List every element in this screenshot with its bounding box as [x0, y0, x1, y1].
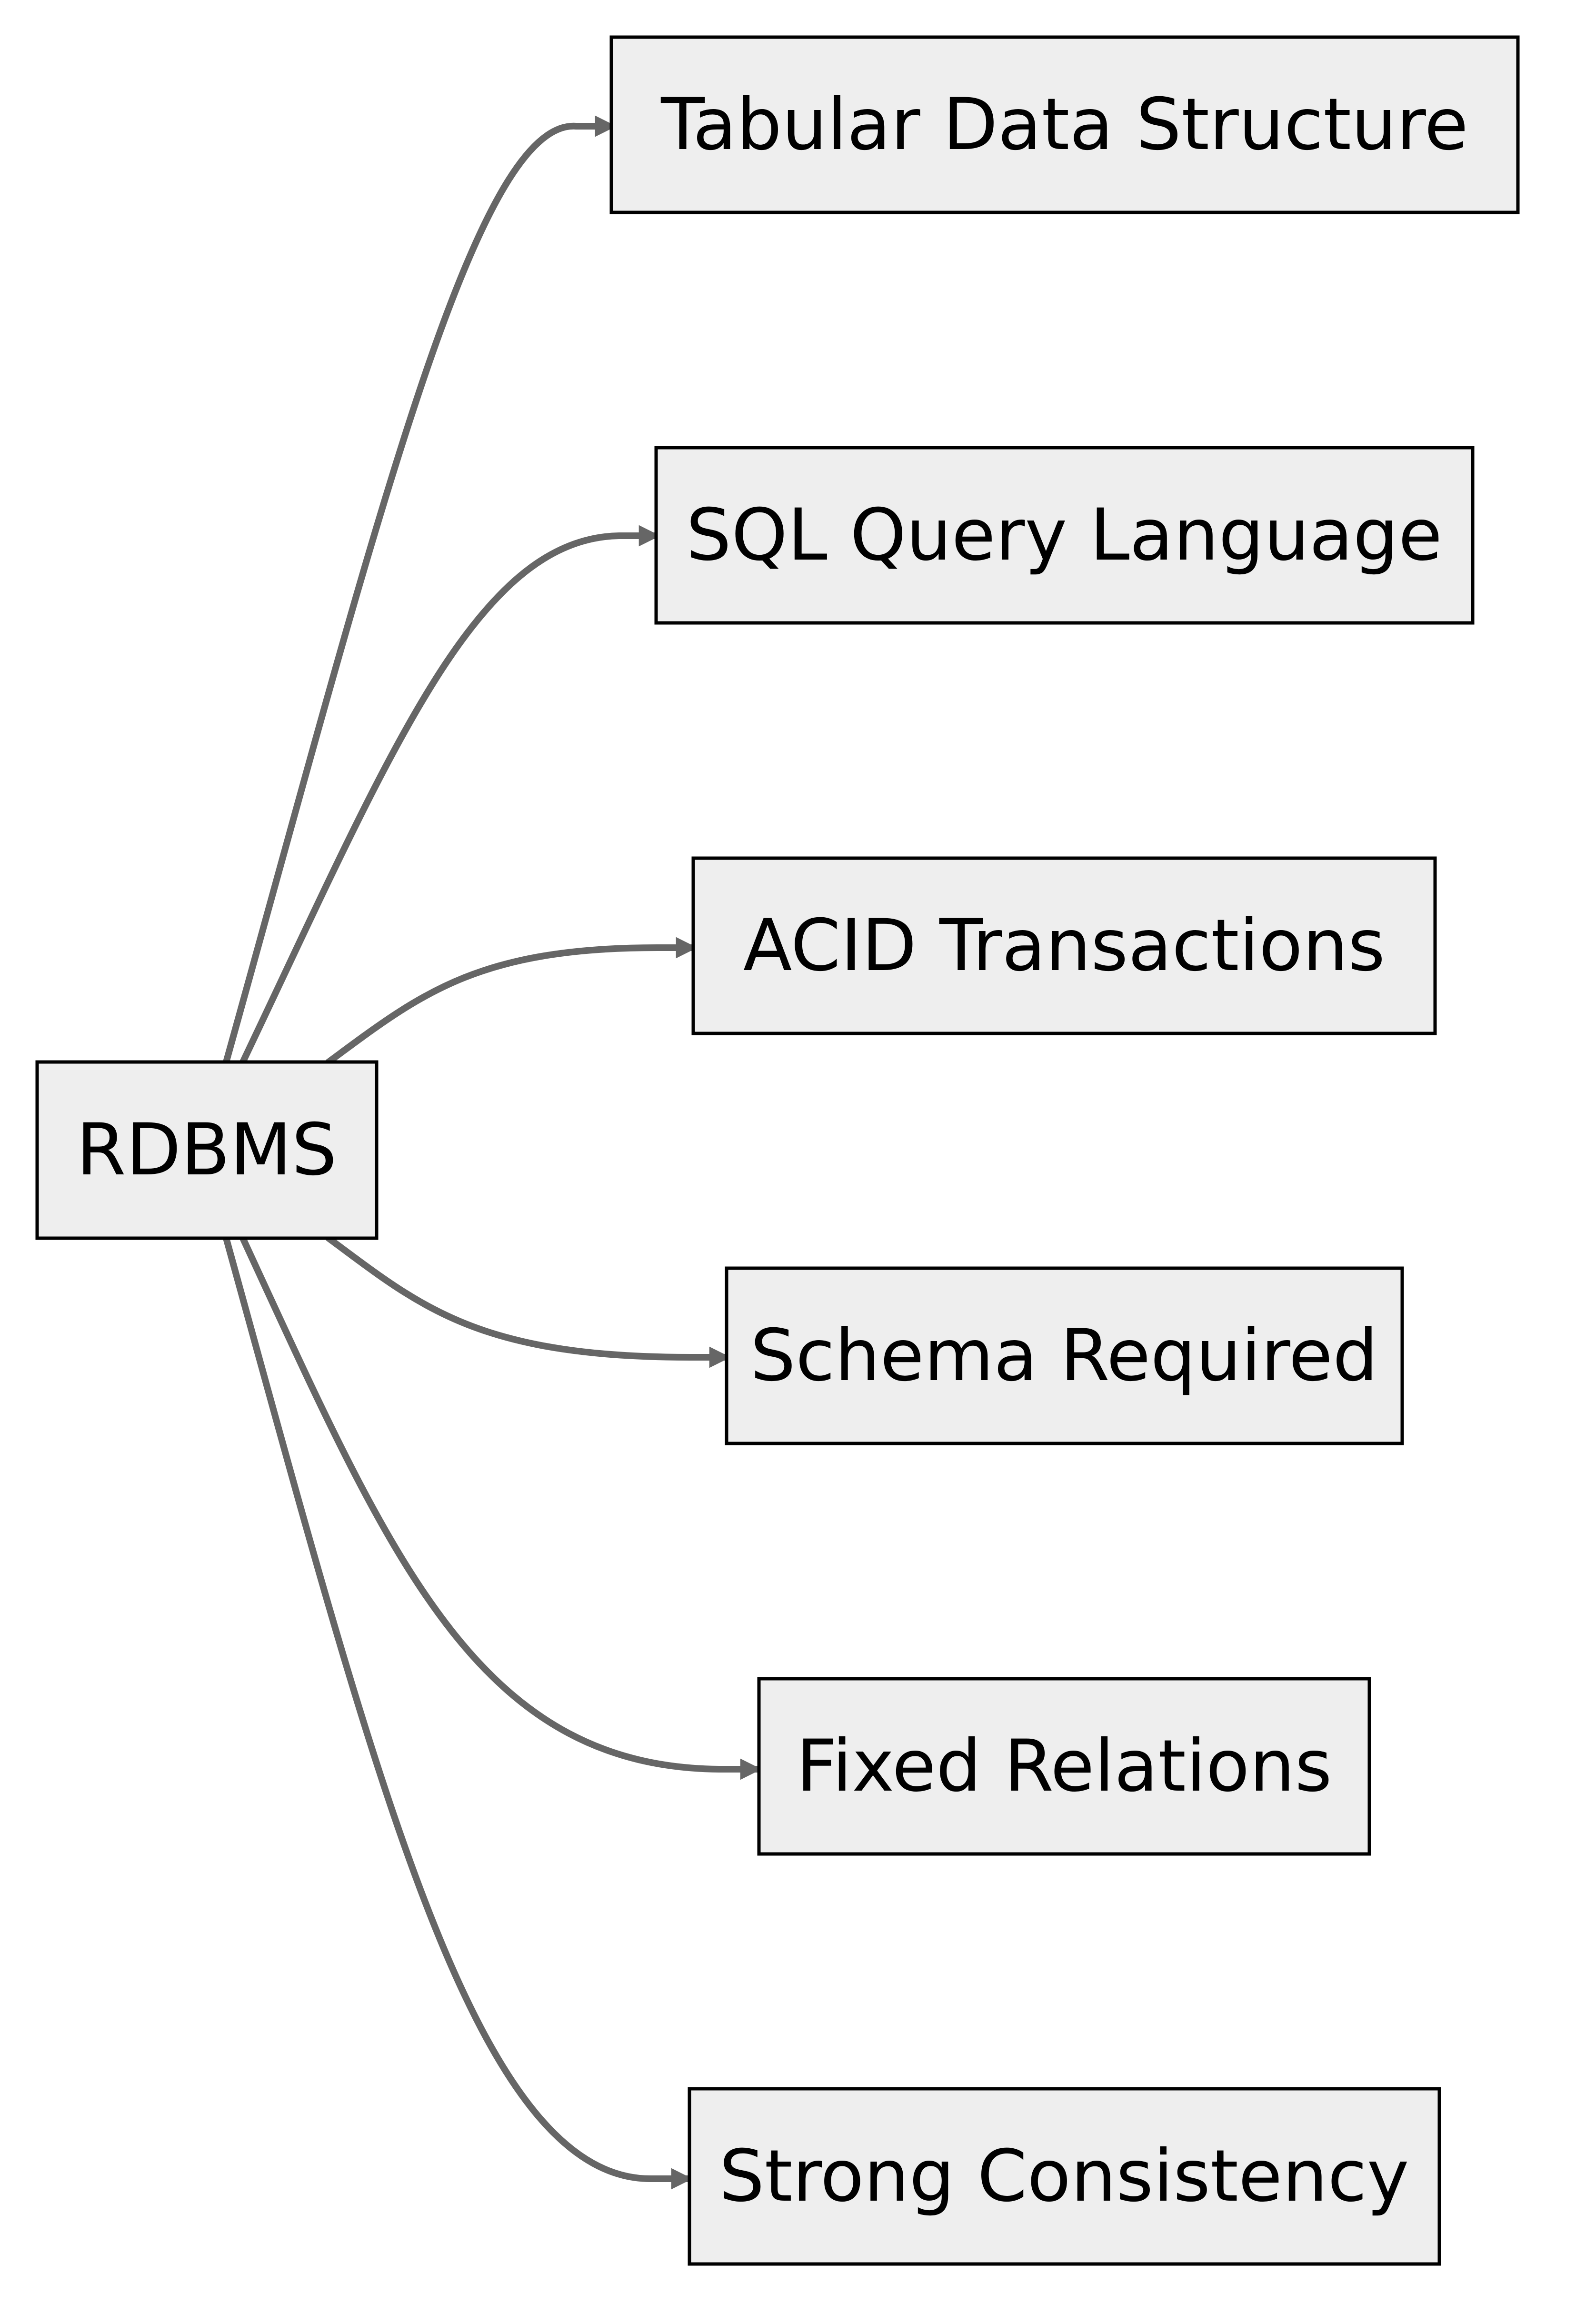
node-rdbms: RDBMS	[35, 1060, 379, 1240]
edge-rdbms-tabular	[223, 115, 618, 1065]
node-tabular-label: Tabular Data Structure	[660, 83, 1468, 166]
edge-rdbms-acid	[325, 937, 698, 1065]
node-consistency-label: Strong Consistency	[719, 2135, 1409, 2218]
edge-rdbms-consistency	[223, 1235, 694, 2190]
node-rdbms-label: RDBMS	[76, 1109, 337, 1192]
node-schema: Schema Required	[725, 1266, 1404, 1445]
node-consistency: Strong Consistency	[688, 2087, 1441, 2266]
node-tabular: Tabular Data Structure	[609, 35, 1520, 214]
node-relations-label: Fixed Relations	[796, 1725, 1332, 1808]
node-relations: Fixed Relations	[757, 1677, 1371, 1856]
node-schema-label: Schema Required	[750, 1314, 1378, 1397]
node-acid: ACID Transactions	[691, 856, 1437, 1035]
edge-rdbms-relations	[239, 1235, 763, 1780]
node-sql-label: SQL Query Language	[686, 494, 1442, 577]
node-acid-label: ACID Transactions	[743, 904, 1385, 987]
edge-rdbms-schema	[325, 1235, 732, 1368]
node-sql: SQL Query Language	[654, 446, 1475, 625]
edges	[223, 115, 763, 2190]
edge-rdbms-sql	[239, 525, 661, 1065]
